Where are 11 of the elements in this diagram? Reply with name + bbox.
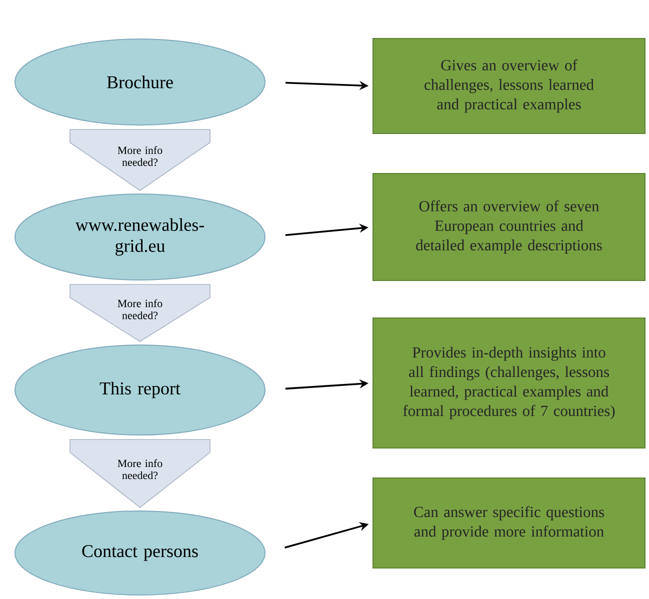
ellipse-node: Brochure: [14, 38, 266, 126]
ellipse-node: Contact persons: [14, 510, 266, 596]
ellipse-node: www.renewables-grid.eu: [14, 194, 266, 280]
description-box: Offers an overview of seven European countries and detailed example descriptions: [372, 173, 646, 281]
description-box: Gives an overview of challenges, lessons learned and practical examples: [372, 38, 646, 134]
ellipse-node: This report: [14, 344, 266, 436]
edge-label: More info needed?: [114, 298, 166, 320]
description-box: Can answer specific questions and provide more information: [372, 478, 646, 568]
edge-label: More info needed?: [114, 458, 166, 480]
description-box: Provides in-depth insights into all findings (challenges, lessons learned, practical examples and formal procedures of 7 countries): [372, 318, 646, 448]
edge-label: More info needed?: [114, 146, 166, 167]
